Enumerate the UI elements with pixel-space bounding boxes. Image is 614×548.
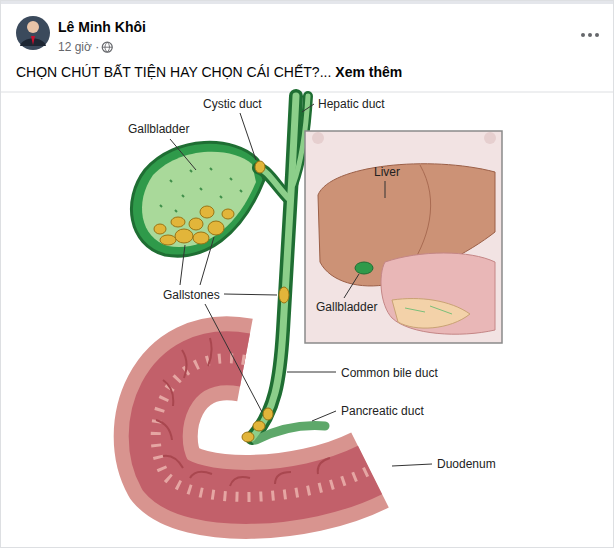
leader-line [224, 294, 277, 295]
leader-line [287, 372, 336, 373]
pancreas-vessels [405, 306, 452, 314]
leader-line [385, 181, 386, 198]
inset-rib [484, 132, 496, 144]
part-label: Cystic duct [203, 97, 262, 111]
menu-icon [581, 33, 599, 37]
leader-line [180, 245, 185, 285]
gallstone [263, 408, 273, 420]
privacy-icon [102, 42, 112, 52]
pancreatic-duct [256, 426, 325, 440]
gallstone [279, 287, 289, 303]
common-bile-duct [252, 96, 296, 438]
leader-line [302, 104, 314, 112]
inset-rib [312, 132, 324, 144]
duodenum-ridges [156, 338, 330, 486]
duodenum-lumen [156, 358, 370, 497]
gallstone [189, 218, 203, 230]
gallbladder-stones [154, 206, 234, 245]
bile-texture [160, 168, 242, 212]
cystic-duct-inner [258, 168, 290, 200]
menu-dot [581, 33, 585, 37]
leader-line [200, 237, 214, 285]
part-label: Pancreatic duct [341, 404, 424, 418]
part-label: Duodenum [437, 457, 496, 471]
part-label: Gallbladder [128, 122, 189, 136]
leader-line [392, 464, 432, 466]
inset-gallbladder [355, 262, 373, 274]
gallbladder-wall [131, 142, 264, 256]
part-label: Gallbladder [316, 300, 377, 314]
post-time: 12 giờ · [58, 40, 99, 54]
gallbladder [131, 142, 264, 256]
globe-lines [102, 42, 112, 52]
part-label: Gallstones [163, 288, 220, 302]
menu-dot [595, 33, 599, 37]
leader-line [205, 304, 262, 412]
leader-line [344, 274, 359, 298]
avatar-face [27, 21, 39, 33]
gallstone [171, 217, 185, 227]
gallstone [175, 229, 193, 243]
gallstone [160, 235, 176, 245]
globe-outline [102, 42, 112, 52]
duct-stones [242, 161, 289, 442]
gallstone [253, 421, 265, 431]
leader-line [170, 139, 196, 170]
gallstone [222, 209, 234, 219]
gallbladder-bile [142, 152, 256, 247]
see-more-link: Xem thêm [335, 64, 402, 81]
leader-line [240, 113, 256, 160]
inset [305, 131, 502, 343]
menu-dot [588, 33, 592, 37]
pancreas-shape [392, 299, 470, 329]
part-label: Common bile duct [341, 366, 438, 380]
avatar-tie [31, 36, 35, 45]
part-label: Liver [374, 165, 400, 179]
inset-frame [305, 131, 502, 343]
gallstone [154, 224, 166, 234]
part-label: Hepatic duct [318, 97, 385, 111]
post-text: CHỌN CHÚT BẤT TIỆN HAY CHỌN CÁI CHẾT?... [16, 64, 331, 81]
leader-line [312, 411, 336, 421]
gallstone [242, 432, 254, 442]
duodenum-wall [156, 358, 370, 497]
gallstone [255, 161, 265, 173]
leader-lines [170, 104, 432, 466]
common-bile-duct-inner [252, 96, 296, 438]
author-name: Lê Minh Khôi [58, 19, 146, 36]
avatar [16, 16, 50, 50]
gallstone [193, 232, 209, 244]
gallstone [200, 206, 214, 218]
gallstone [208, 221, 224, 235]
stomach-shape [381, 253, 495, 334]
avatar-circle [16, 16, 50, 50]
duodenum-folds [156, 358, 370, 497]
